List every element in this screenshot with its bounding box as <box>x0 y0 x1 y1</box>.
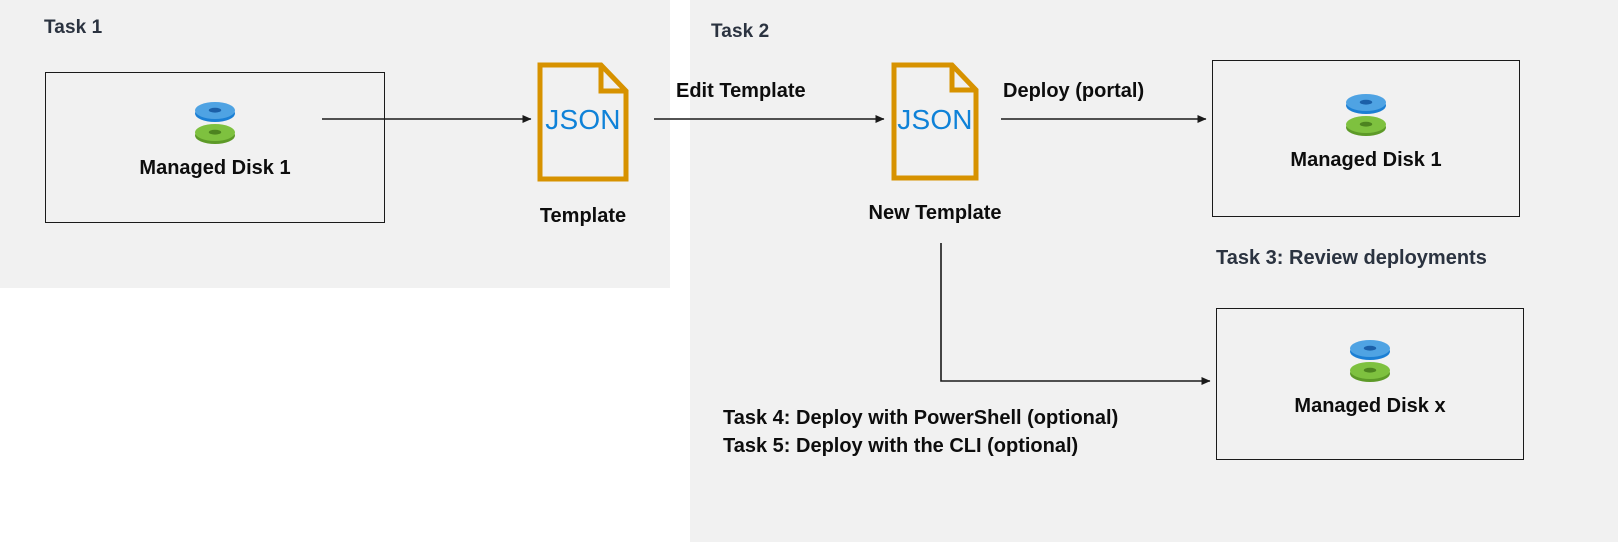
managed-disk-icon <box>188 93 242 149</box>
managed-disk-icon <box>1339 85 1393 141</box>
task45-notes: Task 4: Deploy with PowerShell (optional… <box>723 404 1118 461</box>
template-caption: Template <box>539 205 627 227</box>
managed-disk-icon <box>1343 331 1397 387</box>
managed-disk-x-content: Managed Disk x <box>1217 331 1523 418</box>
managed-disk-1-deployed-content: Managed Disk 1 <box>1213 85 1519 172</box>
managed-disk-1-source-label: Managed Disk 1 <box>139 157 291 179</box>
task5-note: Task 5: Deploy with the CLI (optional) <box>723 435 1079 458</box>
edit-template-label: Edit Template <box>676 80 806 102</box>
task3-note: Task 3: Review deployments <box>1216 247 1487 269</box>
managed-disk-x-box[interactable]: Managed Disk x <box>1216 308 1524 460</box>
managed-disk-1-deployed-label: Managed Disk 1 <box>1290 149 1442 171</box>
task2-heading: Task 2 <box>711 21 770 42</box>
new-template-json-file[interactable]: JSON <box>891 62 979 181</box>
new-template-caption: New Template <box>868 202 1002 224</box>
task4-note: Task 4: Deploy with PowerShell (optional… <box>723 407 1119 429</box>
task1-heading: Task 1 <box>44 17 103 38</box>
task1-panel <box>0 0 670 288</box>
managed-disk-1-deployed-box[interactable]: Managed Disk 1 <box>1212 60 1520 217</box>
template-json-file[interactable]: JSON <box>537 62 629 182</box>
managed-disk-x-label: Managed Disk x <box>1294 395 1446 417</box>
managed-disk-1-source-box[interactable]: Managed Disk 1 <box>45 72 385 223</box>
deploy-portal-label: Deploy (portal) <box>1003 80 1145 102</box>
managed-disk-1-source-content: Managed Disk 1 <box>46 93 384 180</box>
